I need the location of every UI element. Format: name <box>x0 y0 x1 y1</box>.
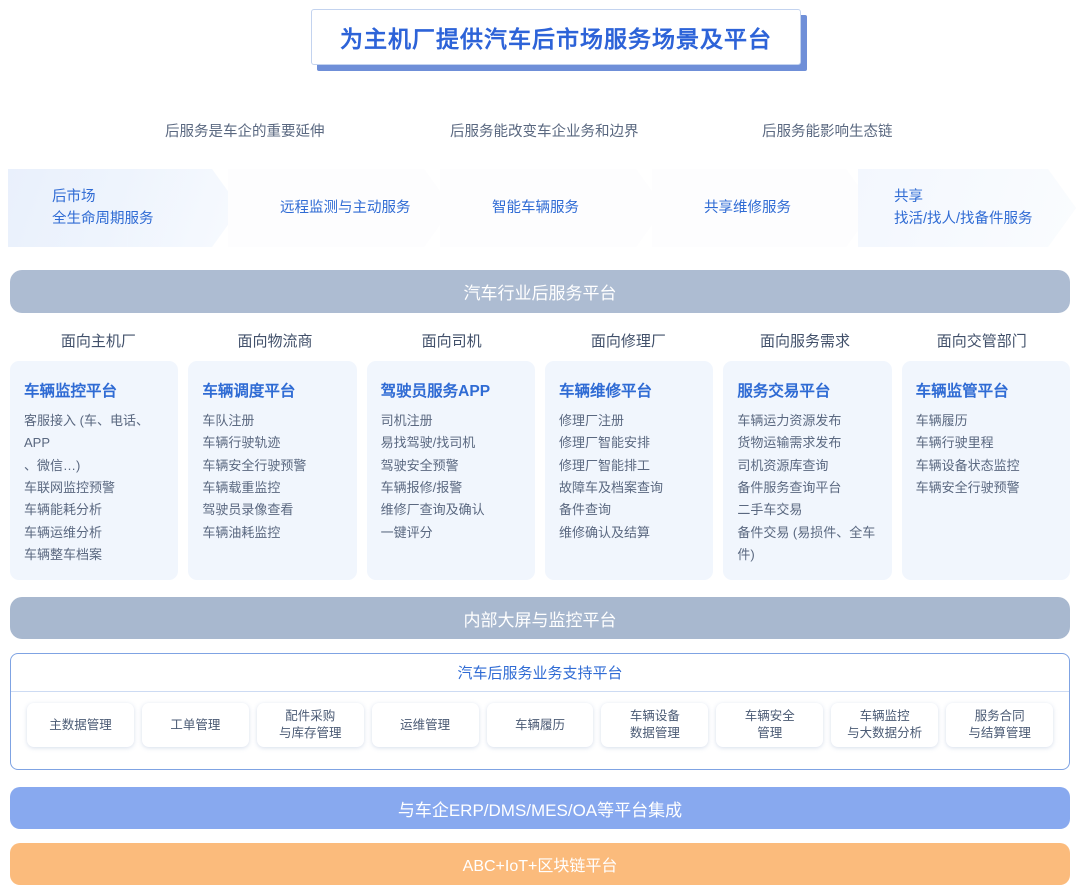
monitor-bar-label: 内部大屏与监控平台 <box>463 610 617 630</box>
chevron-label-2: 智能车辆服务 <box>492 199 579 216</box>
platform-card-item[interactable]: 易找驾驶/找司机 <box>380 435 476 451</box>
platform-card-item[interactable]: 车辆整车档案 <box>24 547 103 563</box>
platform-card-item[interactable]: 司机资源库查询 <box>737 457 829 473</box>
platform-card-title: 服务交易平台 <box>737 383 831 400</box>
platform-card-item[interactable]: 车辆运力资源发布 <box>737 413 842 428</box>
platform-card[interactable]: 车辆监管平台车辆履历车辆行驶里程车辆设备状态监控车辆安全行驶预警 <box>901 361 1070 580</box>
platform-card-item[interactable]: 修理厂智能安排 <box>558 435 650 451</box>
platform-card-item[interactable]: 一键评分 <box>380 524 433 540</box>
chevron-step-1[interactable]: 远程监测与主动服务 <box>228 169 452 247</box>
support-chip[interactable]: 主数据管理 <box>27 703 134 747</box>
platform-card-item[interactable]: 车辆能耗分析 <box>24 502 103 518</box>
title-box: 为主机厂提供汽车后市场服务场景及平台 <box>311 9 801 65</box>
integration-bar-label: 与车企ERP/DMS/MES/OA等平台集成 <box>397 800 683 820</box>
support-chip[interactable]: 车辆履历 <box>486 703 594 747</box>
chevron-step-0[interactable]: 后市场 全生命周期服务 <box>8 169 240 247</box>
platform-card-item[interactable]: 修理厂智能排工 <box>558 457 650 473</box>
column-header-4: 面向服务需求 <box>760 333 851 350</box>
chevron-flow: 后市场 全生命周期服务 远程监测与主动服务 智能车辆服务 共享维修服务 共享 找… <box>0 169 1080 247</box>
support-chip[interactable]: 车辆设备 数据管理 <box>601 703 709 747</box>
platform-card-row: 车辆监控平台客服接入 (车、电话、APP、微信…)车联网监控预警车辆能耗分析车辆… <box>10 361 1070 580</box>
tech-bar: ABC+IoT+区块链平台 <box>10 843 1070 885</box>
column-header-2: 面向司机 <box>421 333 482 350</box>
platform-card-item[interactable]: 备件服务查询平台 <box>737 480 842 496</box>
chevron-label-3: 共享维修服务 <box>704 199 791 216</box>
platform-card-item[interactable]: 备件交易 (易损件、全车件) <box>737 524 876 563</box>
platform-card-item[interactable]: 维修厂查询及确认 <box>380 502 485 518</box>
platform-card-item[interactable]: 车辆油耗监控 <box>202 524 281 540</box>
integration-bar: 与车企ERP/DMS/MES/OA等平台集成 <box>10 787 1070 829</box>
platform-card-title: 车辆监管平台 <box>915 383 1009 400</box>
chevron-label-4: 共享 找活/找人/找备件服务 <box>894 188 1033 227</box>
caption-row: 后服务是车企的重要延伸 后服务能改变车企业务和边界 后服务能影响生态链 <box>0 120 1080 142</box>
support-chip[interactable]: 运维管理 <box>371 703 479 747</box>
platform-card-item[interactable]: 修理厂注册 <box>558 413 624 428</box>
column-header-row: 面向主机厂 面向物流商 面向司机 面向修理厂 面向服务需求 面向交管部门 <box>10 330 1070 356</box>
platform-card[interactable]: 服务交易平台车辆运力资源发布货物运输需求发布司机资源库查询备件服务查询平台二手车… <box>723 361 892 580</box>
platform-card-item[interactable]: 车辆载重监控 <box>202 480 281 496</box>
platform-card-item[interactable]: 车辆安全行驶预警 <box>915 480 1020 496</box>
platform-card-title: 驾驶员服务APP <box>380 383 491 400</box>
column-header-3: 面向修理厂 <box>590 333 666 350</box>
platform-card[interactable]: 驾驶员服务APP 司机注册易找驾驶/找司机驾驶安全预警车辆报修/报警维修厂查询及确… <box>366 361 535 580</box>
platform-card-title: 车辆调度平台 <box>202 383 296 400</box>
chevron-label-0: 后市场 全生命周期服务 <box>52 188 154 227</box>
platform-card-item[interactable]: 司机注册 <box>380 413 433 428</box>
platform-card-item[interactable]: 车辆报修/报警 <box>380 480 463 496</box>
platform-card-item[interactable]: 备件查询 <box>558 502 611 518</box>
platform-card-item[interactable]: 故障车及档案查询 <box>558 480 663 496</box>
tech-bar-label: ABC+IoT+区块链平台 <box>462 858 618 875</box>
support-chip-row: 主数据管理工单管理配件采购 与库存管理运维管理车辆履历车辆设备 数据管理车辆安全… <box>11 692 1069 747</box>
platform-card[interactable]: 车辆维修平台修理厂注册修理厂智能安排修理厂智能排工故障车及档案查询备件查询维修确… <box>544 361 714 580</box>
support-chip[interactable]: 服务合同 与结算管理 <box>946 703 1054 747</box>
platform-card-item[interactable]: 车辆行驶轨迹 <box>202 435 281 451</box>
platform-card-item[interactable]: 维修确认及结算 <box>558 524 650 540</box>
chevron-step-2[interactable]: 智能车辆服务 <box>440 169 664 247</box>
platform-card-item[interactable]: 车辆安全行驶预警 <box>202 457 307 473</box>
chevron-step-4[interactable]: 共享 找活/找人/找备件服务 <box>858 169 1076 247</box>
monitor-bar: 内部大屏与监控平台 <box>10 597 1070 639</box>
platform-card-item[interactable]: 客服接入 (车、电话、APP <box>24 413 149 451</box>
column-header-1: 面向物流商 <box>237 333 313 350</box>
page-title-banner: 为主机厂提供汽车后市场服务场景及平台 <box>311 9 807 71</box>
platform-bar: 汽车行业后服务平台 <box>10 270 1070 313</box>
caption-1: 后服务能改变车企业务和边界 <box>450 124 639 140</box>
support-chip[interactable]: 车辆监控 与大数据分析 <box>831 703 939 747</box>
platform-card-item[interactable]: 驾驶安全预警 <box>380 457 459 473</box>
platform-card-item[interactable]: 货物运输需求发布 <box>737 435 842 451</box>
page-title: 为主机厂提供汽车后市场服务场景及平台 <box>340 26 772 52</box>
platform-card-title: 车辆监控平台 <box>24 383 118 400</box>
platform-card-item[interactable]: 车队注册 <box>202 413 255 428</box>
platform-card-item[interactable]: 驾驶员录像查看 <box>202 502 294 518</box>
column-header-5: 面向交管部门 <box>936 333 1027 350</box>
support-chip[interactable]: 配件采购 与库存管理 <box>256 703 364 747</box>
platform-card-item[interactable]: 车联网监控预警 <box>24 480 116 496</box>
column-header-0: 面向主机厂 <box>60 333 136 350</box>
platform-card-item[interactable]: 二手车交易 <box>737 502 803 518</box>
chevron-step-3[interactable]: 共享维修服务 <box>652 169 874 247</box>
caption-0: 后服务是车企的重要延伸 <box>165 124 325 140</box>
support-chip[interactable]: 工单管理 <box>141 703 249 747</box>
support-chip[interactable]: 车辆安全 管理 <box>716 703 824 747</box>
platform-card-item[interactable]: 车辆行驶里程 <box>915 435 994 451</box>
support-platform-title: 汽车后服务业务支持平台 <box>11 654 1069 692</box>
support-platform-box: 汽车后服务业务支持平台 主数据管理工单管理配件采购 与库存管理运维管理车辆履历车… <box>10 653 1070 770</box>
caption-2: 后服务能影响生态链 <box>762 124 893 140</box>
platform-card[interactable]: 车辆监控平台客服接入 (车、电话、APP 、微信…) 车联网监控预警车辆能耗分析车辆… <box>10 361 179 580</box>
platform-card-title: 车辆维修平台 <box>558 383 652 400</box>
platform-card-item[interactable]: 、微信…) <box>24 457 81 473</box>
platform-card[interactable]: 车辆调度平台车队注册车辆行驶轨迹车辆安全行驶预警车辆载重监控驾驶员录像查看车辆油… <box>188 361 357 580</box>
platform-bar-label: 汽车行业后服务平台 <box>463 284 617 303</box>
platform-card-item[interactable]: 车辆履历 <box>915 413 968 428</box>
chevron-label-1: 远程监测与主动服务 <box>280 199 411 216</box>
platform-card-item[interactable]: 车辆设备状态监控 <box>915 457 1020 473</box>
platform-card-item[interactable]: 车辆运维分析 <box>24 524 103 540</box>
